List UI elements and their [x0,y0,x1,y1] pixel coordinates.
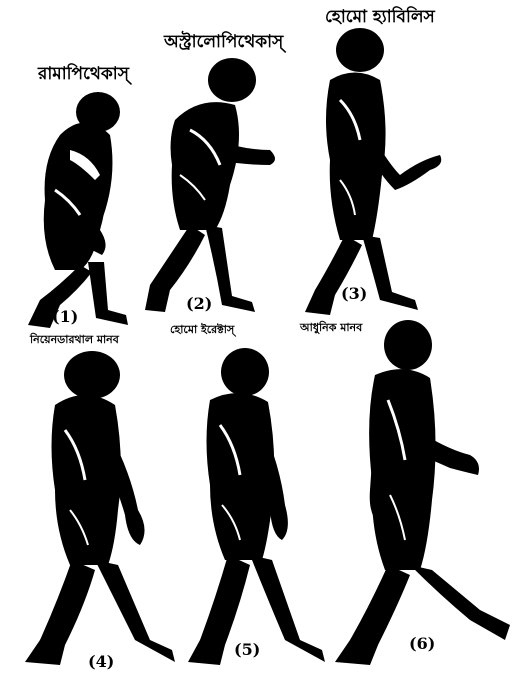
caption-neanderthal: নিয়েনডারথাল মানব [30,334,119,345]
homo-habilis-figure [305,28,441,315]
caption-homo-erectus: হোমো ইরেক্টাস্ [170,324,234,335]
number-5: (5) [234,642,260,658]
number-4: (4) [88,654,114,670]
homo-erectus-figure [188,348,325,665]
number-2: (2) [186,296,212,312]
modern-human-figure [335,320,510,665]
ramapithecus-figure [28,92,128,328]
caption-modern-human: আধুনিক মানব [300,322,362,333]
title-australopithecus: অস্ট্রালোপিথেকাস্ [164,34,283,51]
title-ramapithecus: রামাপিথেকাস্ [38,66,129,83]
title-homo-habilis: হোমো হ্যাবিলিস [325,9,435,26]
number-1: (1) [52,309,78,325]
number-3: (3) [341,286,367,302]
neanderthal-figure [25,351,175,665]
australopithecus-figure [145,58,275,312]
number-6: (6) [409,636,435,652]
